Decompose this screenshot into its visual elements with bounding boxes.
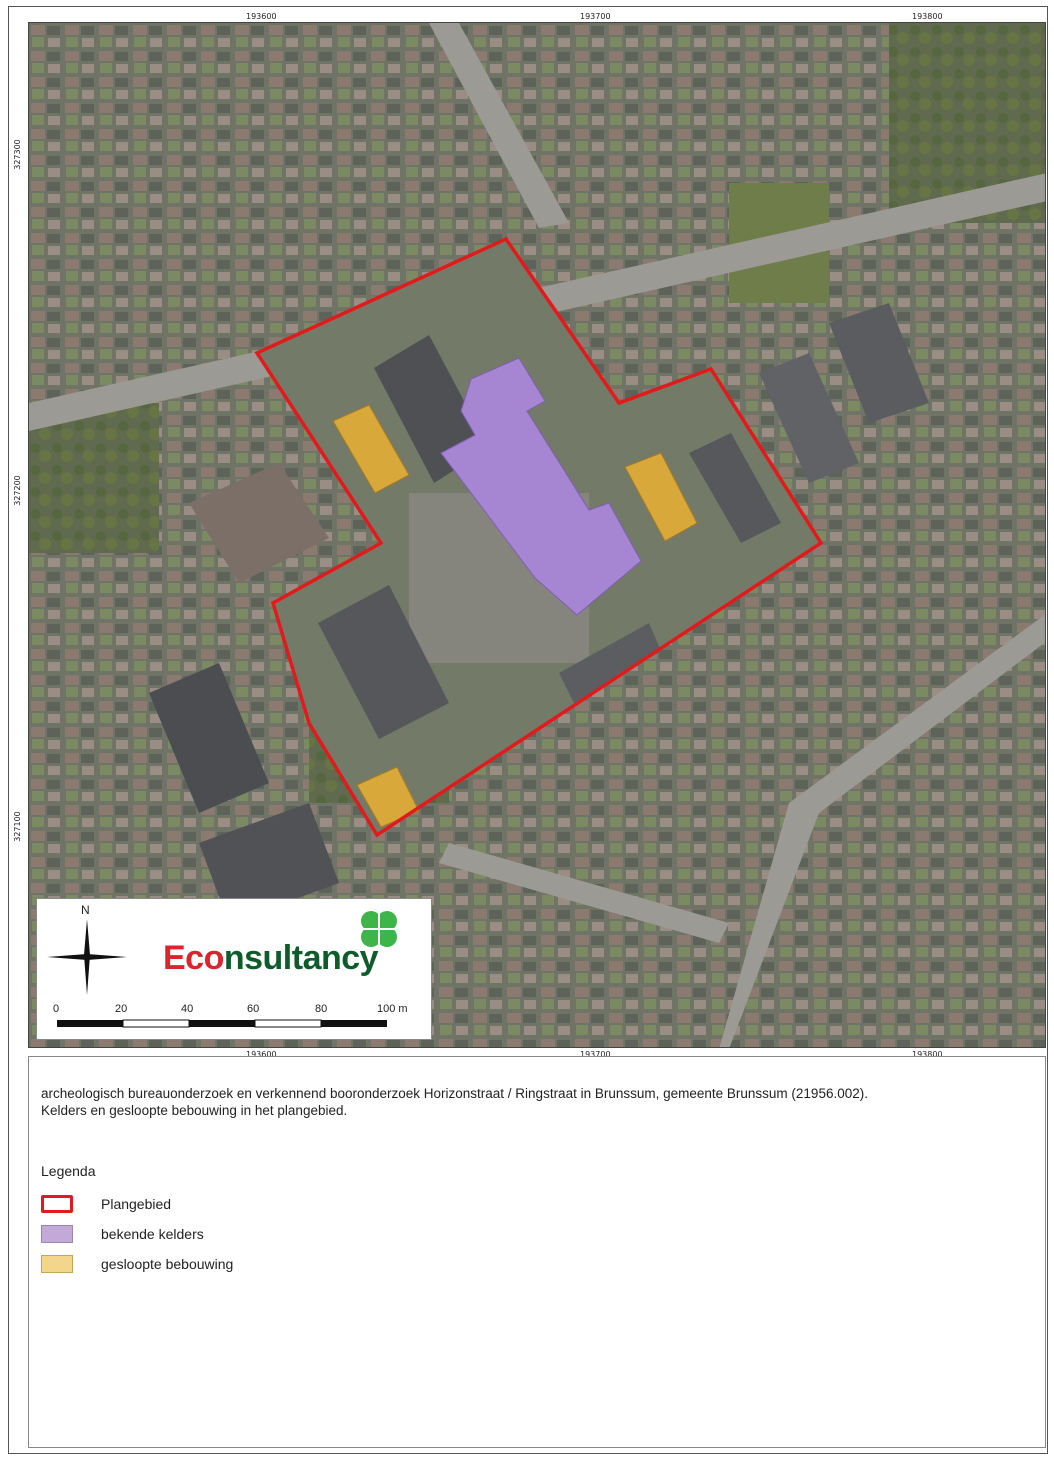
plangebied-swatch — [41, 1195, 73, 1213]
scale-label-100: 100 m — [377, 1003, 408, 1015]
bebouwing-swatch — [41, 1255, 73, 1273]
scale-label-80: 80 — [315, 1003, 328, 1015]
econsultancy-logo: Econsultancy — [163, 939, 379, 978]
coord-top-3: 193800 — [912, 12, 943, 21]
aerial-map[interactable] — [28, 22, 1046, 1048]
logo-part-eco: Eco — [163, 939, 224, 977]
coord-left-3: 327100 — [12, 811, 22, 842]
coord-left-2: 327200 — [12, 475, 22, 506]
plangebied-outline — [254, 236, 824, 838]
legend-label-plangebied: Plangebied — [101, 1196, 172, 1212]
map-sheet — [8, 6, 1048, 1454]
clover-icon — [357, 907, 401, 951]
map-legend-inset: N Econsultancy 0 20 40 60 80 100 m — [36, 898, 432, 1040]
legend-label-kelders: bekende kelders — [101, 1226, 204, 1242]
caption-line-2: Kelders en gesloopte bebouwing in het pl… — [41, 1103, 348, 1118]
kelders-swatch — [41, 1225, 73, 1243]
aerial-photo — [29, 23, 1045, 1047]
gesloopte-bebouwing-2 — [624, 452, 698, 542]
coord-top-2: 193700 — [580, 12, 611, 21]
scale-label-0: 0 — [53, 1003, 60, 1015]
logo-part-rest: nsultancy — [223, 939, 379, 977]
legend-title: Legenda — [41, 1163, 96, 1179]
caption-panel: archeologisch bureauonderzoek en verkenn… — [28, 1056, 1046, 1448]
north-arrow-icon — [47, 919, 127, 995]
scale-bar — [57, 1019, 387, 1028]
north-label: N — [81, 903, 90, 917]
scale-label-60: 60 — [247, 1003, 260, 1015]
gesloopte-bebouwing-3 — [356, 766, 420, 828]
map-overlays — [254, 236, 824, 838]
scale-label-20: 20 — [115, 1003, 128, 1015]
coord-top-1: 193600 — [246, 12, 277, 21]
legend-item-bebouwing: gesloopte bebouwing — [41, 1253, 233, 1275]
coord-bottom-1: 193600 — [246, 1050, 277, 1059]
bekende-kelders-area — [440, 357, 642, 616]
legend-item-kelders: bekende kelders — [41, 1223, 204, 1245]
legend-label-bebouwing: gesloopte bebouwing — [101, 1256, 234, 1272]
legend-item-plangebied: Plangebied — [41, 1193, 171, 1215]
coord-bottom-2: 193700 — [580, 1050, 611, 1059]
caption-line-1: archeologisch bureauonderzoek en verkenn… — [41, 1086, 868, 1101]
gesloopte-bebouwing-1 — [332, 404, 410, 494]
scale-label-40: 40 — [181, 1003, 194, 1015]
coord-left-1: 327300 — [12, 139, 22, 170]
caption-text: archeologisch bureauonderzoek en verkenn… — [41, 1085, 1001, 1119]
coord-bottom-3: 193800 — [912, 1050, 943, 1059]
